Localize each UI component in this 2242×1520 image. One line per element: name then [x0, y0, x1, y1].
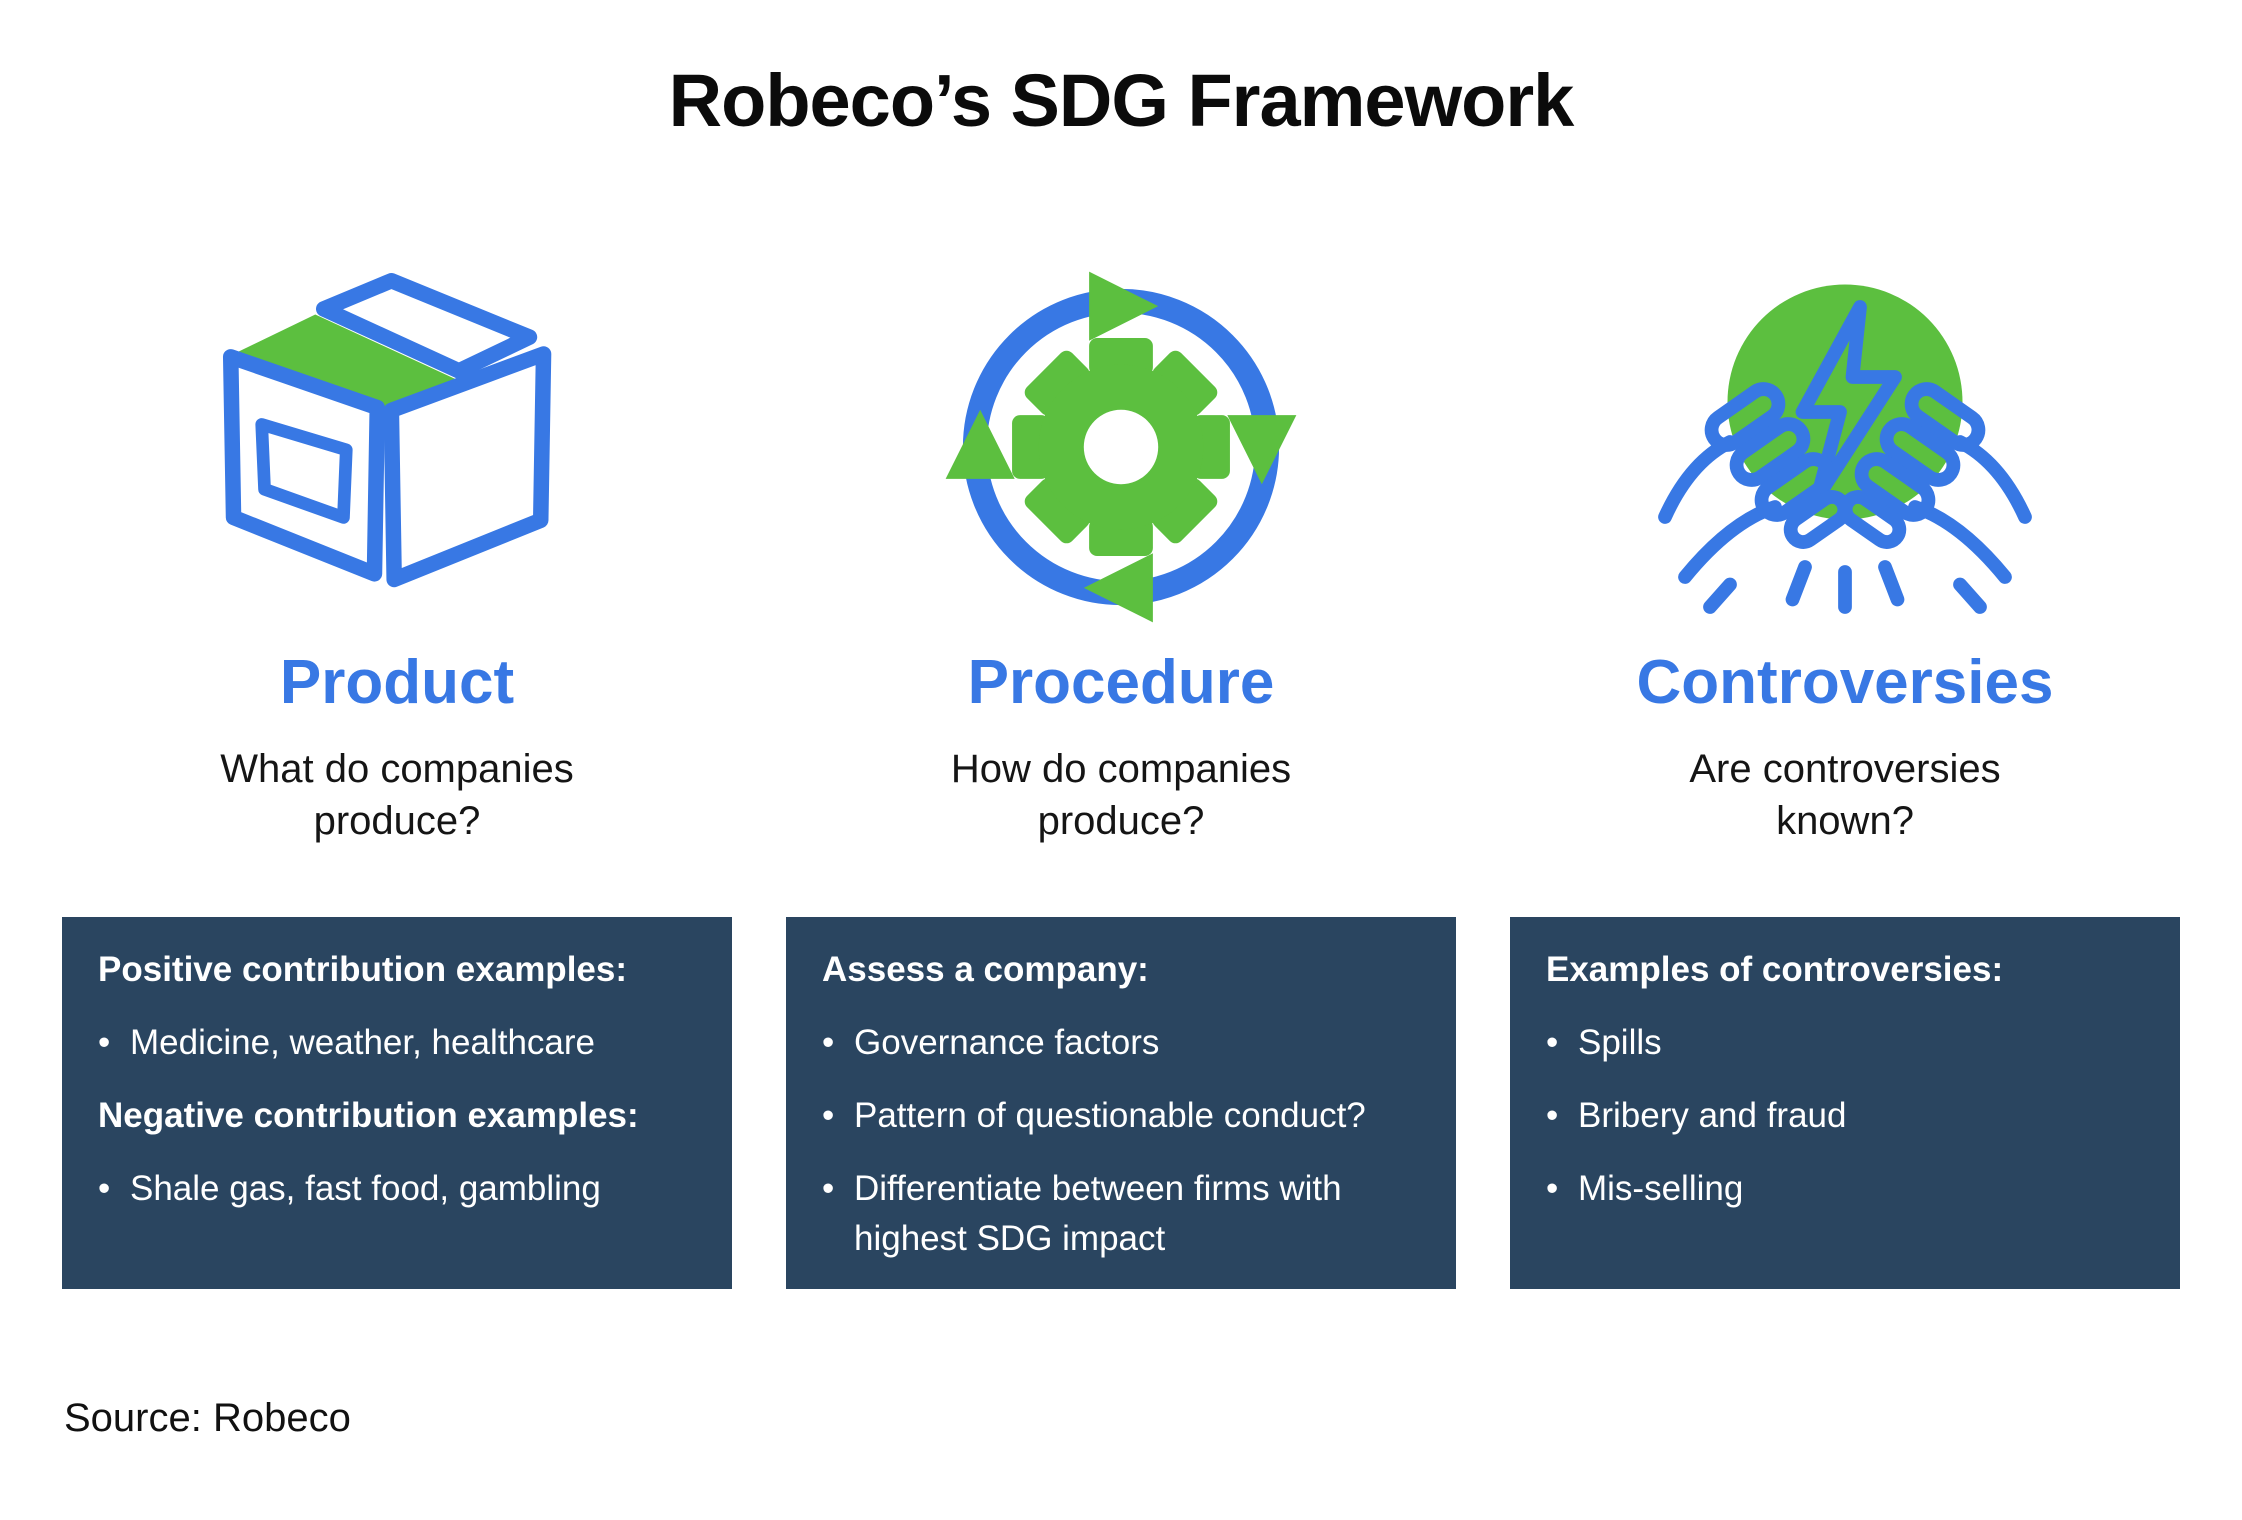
panel-bullet: • Bribery and fraud [1546, 1091, 2144, 1142]
panel-header: Examples of controversies: [1546, 950, 2004, 990]
cycle-arrows [945, 271, 1297, 623]
info-panel: Examples of controversies: • Spills • Br… [1510, 917, 2180, 1290]
box-open-flap [315, 273, 538, 379]
panel-header: Assess a company: [822, 950, 1149, 990]
column-question: What do companies produce? [220, 747, 574, 844]
bullet-text: Bribery and fraud [1578, 1095, 1847, 1135]
procedure-cycle-gear-icon [945, 271, 1297, 623]
controversies-conflict-fists-icon [1658, 284, 2045, 614]
bullet-text: Pattern of questionable conduct? [854, 1095, 1366, 1135]
bullet-text: Governance factors [854, 1023, 1160, 1063]
column-question: Are controversies known? [1689, 747, 2001, 844]
controversies-icon-box [1645, 255, 2045, 639]
panel-bullet: • Shale gas, fast food, gambling [98, 1164, 696, 1215]
box-label [255, 418, 353, 524]
panel-bullet: • Governance factors [822, 1018, 1420, 1069]
column-heading: Controversies [1636, 648, 2054, 718]
panel-bullet: • Mis-selling [1546, 1164, 2144, 1215]
bullet-marker: • [1546, 1023, 1559, 1063]
impact-dashes [1785, 560, 1905, 614]
bullet-marker: • [822, 1095, 835, 1135]
bullet-text: Shale gas, fast food, gambling [130, 1168, 601, 1208]
panel-bullet: • Pattern of questionable conduct? [822, 1091, 1420, 1142]
bullet-marker: • [98, 1168, 111, 1208]
bullet-marker: • [98, 1023, 111, 1063]
panel-bullet: • Differentiate between firms with highe… [822, 1164, 1420, 1266]
box-lid-green-strip [233, 314, 457, 408]
info-panel: Positive contribution examples: • Medici… [62, 917, 732, 1290]
column-heading: Procedure [967, 648, 1275, 718]
bullet-text: Differentiate between firms with highest… [854, 1168, 1342, 1259]
column-product: Product What do companies produce? Posit… [62, 255, 732, 1290]
column-question: How do companies produce? [950, 747, 1292, 844]
bullet-marker: • [822, 1023, 835, 1063]
bullet-marker: • [1546, 1168, 1559, 1208]
procedure-icon-box [935, 255, 1307, 639]
gear-icon [1012, 338, 1230, 557]
bullet-marker: • [1546, 1095, 1559, 1135]
bullet-text: Mis-selling [1578, 1168, 1744, 1208]
column-procedure: Procedure How do companies produce? Asse… [786, 255, 1456, 1290]
bullet-text: Medicine, weather, healthcare [130, 1023, 595, 1063]
column-controversies: Controversies Are controversies known? E… [1510, 255, 2180, 1290]
panel-bullet: • Medicine, weather, healthcare [98, 1018, 696, 1069]
box-side-face [383, 346, 552, 588]
bullet-text: Spills [1578, 1023, 1662, 1063]
panel-bullet: • Spills [1546, 1018, 2144, 1069]
columns-row: Product What do companies produce? Posit… [0, 255, 2242, 1290]
bullet-marker: • [822, 1168, 835, 1208]
info-panel: Assess a company: • Governance factors •… [786, 917, 1456, 1290]
panel-header: Negative contribution examples: [98, 1095, 639, 1135]
page-title: Robeco’s SDG Framework [668, 59, 1575, 142]
panel-header: Positive contribution examples: [98, 950, 627, 990]
source-note: Source: Robeco [64, 1396, 351, 1440]
column-heading: Product [279, 648, 515, 718]
product-box-icon [222, 273, 552, 588]
product-icon-box [211, 255, 583, 639]
